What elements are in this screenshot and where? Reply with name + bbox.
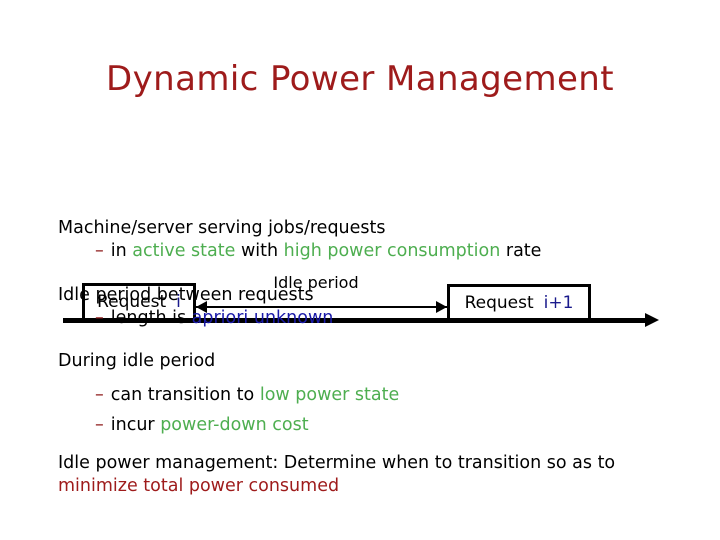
idle-period-arrow-right-icon xyxy=(436,301,447,313)
bullet-dash-icon: – xyxy=(95,241,104,261)
request-timeline-diagram: Idle period Request i Request i+1 xyxy=(0,130,720,327)
closing-text: Idle power management: Determine when to… xyxy=(58,452,678,498)
idle-period-arrow-line xyxy=(196,306,447,308)
closing-emphasis: minimize total power consumed xyxy=(58,476,340,496)
bullet-text-segment: incur xyxy=(110,415,161,435)
request-box-i-plus-1-label: Request xyxy=(464,293,534,313)
bullet-group-idle-period: Idle period between requests –length is … xyxy=(58,284,678,330)
closing-statement: Idle power management: Determine when to… xyxy=(58,452,678,498)
request-box-i-plus-1-index: i+1 xyxy=(543,293,574,313)
bullet-text-segment: in xyxy=(110,241,133,261)
bullet-text-segment-highlight: power-down cost xyxy=(160,415,309,435)
bullet-text-segment: length is xyxy=(110,308,192,328)
bullet-text-segment: rate xyxy=(500,241,542,261)
timeline-arrow-icon xyxy=(645,313,659,327)
bullet-text-segment-highlight: apriori unknown xyxy=(191,308,334,328)
bullet-item: –length is apriori unknown xyxy=(58,307,678,330)
bullet-text-segment-highlight: high power consumption xyxy=(283,241,501,261)
bullet-group-during-idle: During idle period –can transition to lo… xyxy=(58,350,678,437)
bullet-dash-icon: – xyxy=(95,308,104,328)
idle-period-arrow-left-icon xyxy=(196,301,207,313)
bullet-text-segment: can transition to xyxy=(110,385,260,405)
bullet-dash-icon: – xyxy=(95,415,104,435)
bullet-item: –can transition to low power state xyxy=(58,384,678,407)
request-box-i-label: Request xyxy=(97,292,167,312)
bullet-group-machine-server: Machine/server serving jobs/requests –in… xyxy=(58,217,678,263)
bullet-heading: Idle period between requests xyxy=(58,285,314,305)
closing-lead: Idle power management: Determine when to… xyxy=(58,453,616,473)
bullet-text-segment-highlight: active state xyxy=(132,241,236,261)
bullet-heading: Machine/server serving jobs/requests xyxy=(58,218,386,238)
bullet-heading: During idle period xyxy=(58,351,216,371)
bullet-dash-icon: – xyxy=(95,385,104,405)
request-box-i-index: i xyxy=(176,292,181,312)
bullet-item: –in active state with high power consump… xyxy=(58,240,678,263)
bullet-text-segment-highlight: low power state xyxy=(259,385,400,405)
timeline-axis xyxy=(63,318,648,323)
bullet-text-segment: with xyxy=(235,241,284,261)
bullet-item: –incur power-down cost xyxy=(58,414,678,437)
idle-period-label: Idle period xyxy=(273,273,359,292)
page-title: Dynamic Power Management xyxy=(106,59,614,99)
